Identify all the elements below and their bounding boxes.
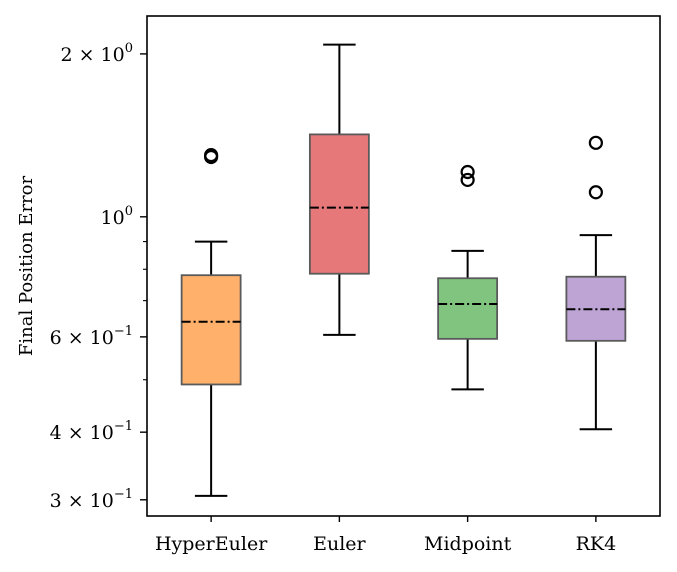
outlier-point <box>460 164 475 180</box>
outlier-point <box>588 185 603 200</box>
x-tick-label: Midpoint <box>424 533 512 555</box>
box-rk4 <box>565 135 627 431</box>
y-tick-label: 2 × 100 <box>60 41 133 66</box>
y-tick-label: 3 × 10−1 <box>50 487 133 512</box>
plot-area <box>180 43 627 497</box>
outlier-point <box>204 148 219 163</box>
iqr-box <box>437 277 499 340</box>
x-tick-label: RK4 <box>576 533 617 555</box>
iqr-box <box>308 133 370 275</box>
y-tick-label: 100 <box>101 204 133 229</box>
plot-frame <box>146 15 661 517</box>
box-hypereuler <box>180 148 242 497</box>
iqr-box <box>180 274 242 386</box>
y-axis-label: Final Position Error <box>16 176 37 357</box>
x-tick-label: Euler <box>313 533 366 555</box>
outlier-point <box>588 135 603 150</box>
axes: HyperEuler Euler Midpoint RK4 3 × 10−1 4 × 10… <box>50 15 661 555</box>
box-midpoint <box>437 164 499 391</box>
box-euler <box>308 43 370 336</box>
x-tick-label: HyperEuler <box>155 533 268 555</box>
y-tick-label: 6 × 10−1 <box>50 324 133 349</box>
y-tick-label: 4 × 10−1 <box>50 419 133 444</box>
outlier-point <box>460 172 475 188</box>
